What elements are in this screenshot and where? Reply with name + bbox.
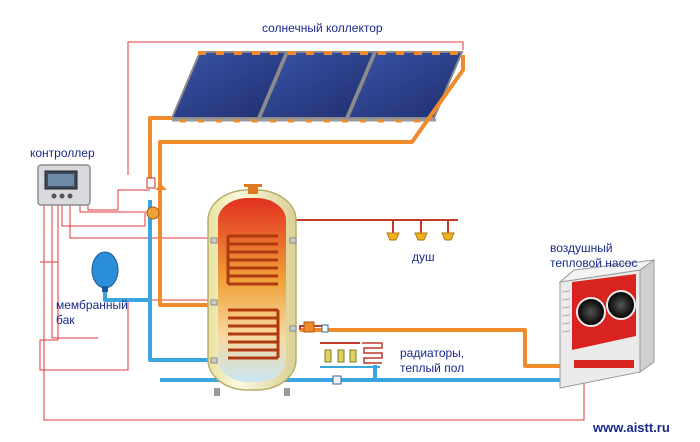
shower-head-icon	[386, 232, 400, 241]
fan-icon	[576, 297, 606, 327]
shower-heads	[386, 232, 455, 241]
shower-head-icon	[414, 232, 428, 241]
upper-heat-coil	[226, 234, 278, 286]
storage-tank	[207, 184, 297, 396]
lower-heat-coil	[228, 308, 280, 360]
controller-label: контроллер	[30, 146, 95, 160]
thin-pipes	[295, 219, 458, 330]
hot-pipes	[148, 51, 560, 368]
shower-label: душ	[412, 250, 435, 264]
underfloor-coil-icon	[362, 342, 383, 364]
membrane-tank-label-line2: бак	[56, 313, 75, 327]
fan-icon	[606, 290, 636, 320]
air-heat-pump	[558, 259, 655, 389]
heat-pump-label-line1: воздушный	[550, 241, 613, 255]
membrane-tank-label-line1: мембранный	[56, 298, 128, 312]
website-link[interactable]: www.aistt.ru	[593, 420, 670, 435]
radiators-label-line2: теплый пол	[400, 361, 465, 375]
solar-collector-label: солнечный коллектор	[262, 21, 383, 35]
heat-pump-label-line2: тепловой насос	[550, 256, 638, 270]
circulation-pump-icon	[146, 177, 167, 220]
cold-pipes	[103, 200, 560, 382]
top-valve-icon	[248, 186, 258, 194]
radiator-manifold	[303, 321, 383, 385]
controller	[37, 164, 91, 206]
solar-collector	[170, 51, 464, 122]
membrane-tank	[91, 251, 119, 292]
shower-head-icon	[441, 232, 455, 241]
radiators-label-line1: радиаторы,	[400, 346, 465, 360]
